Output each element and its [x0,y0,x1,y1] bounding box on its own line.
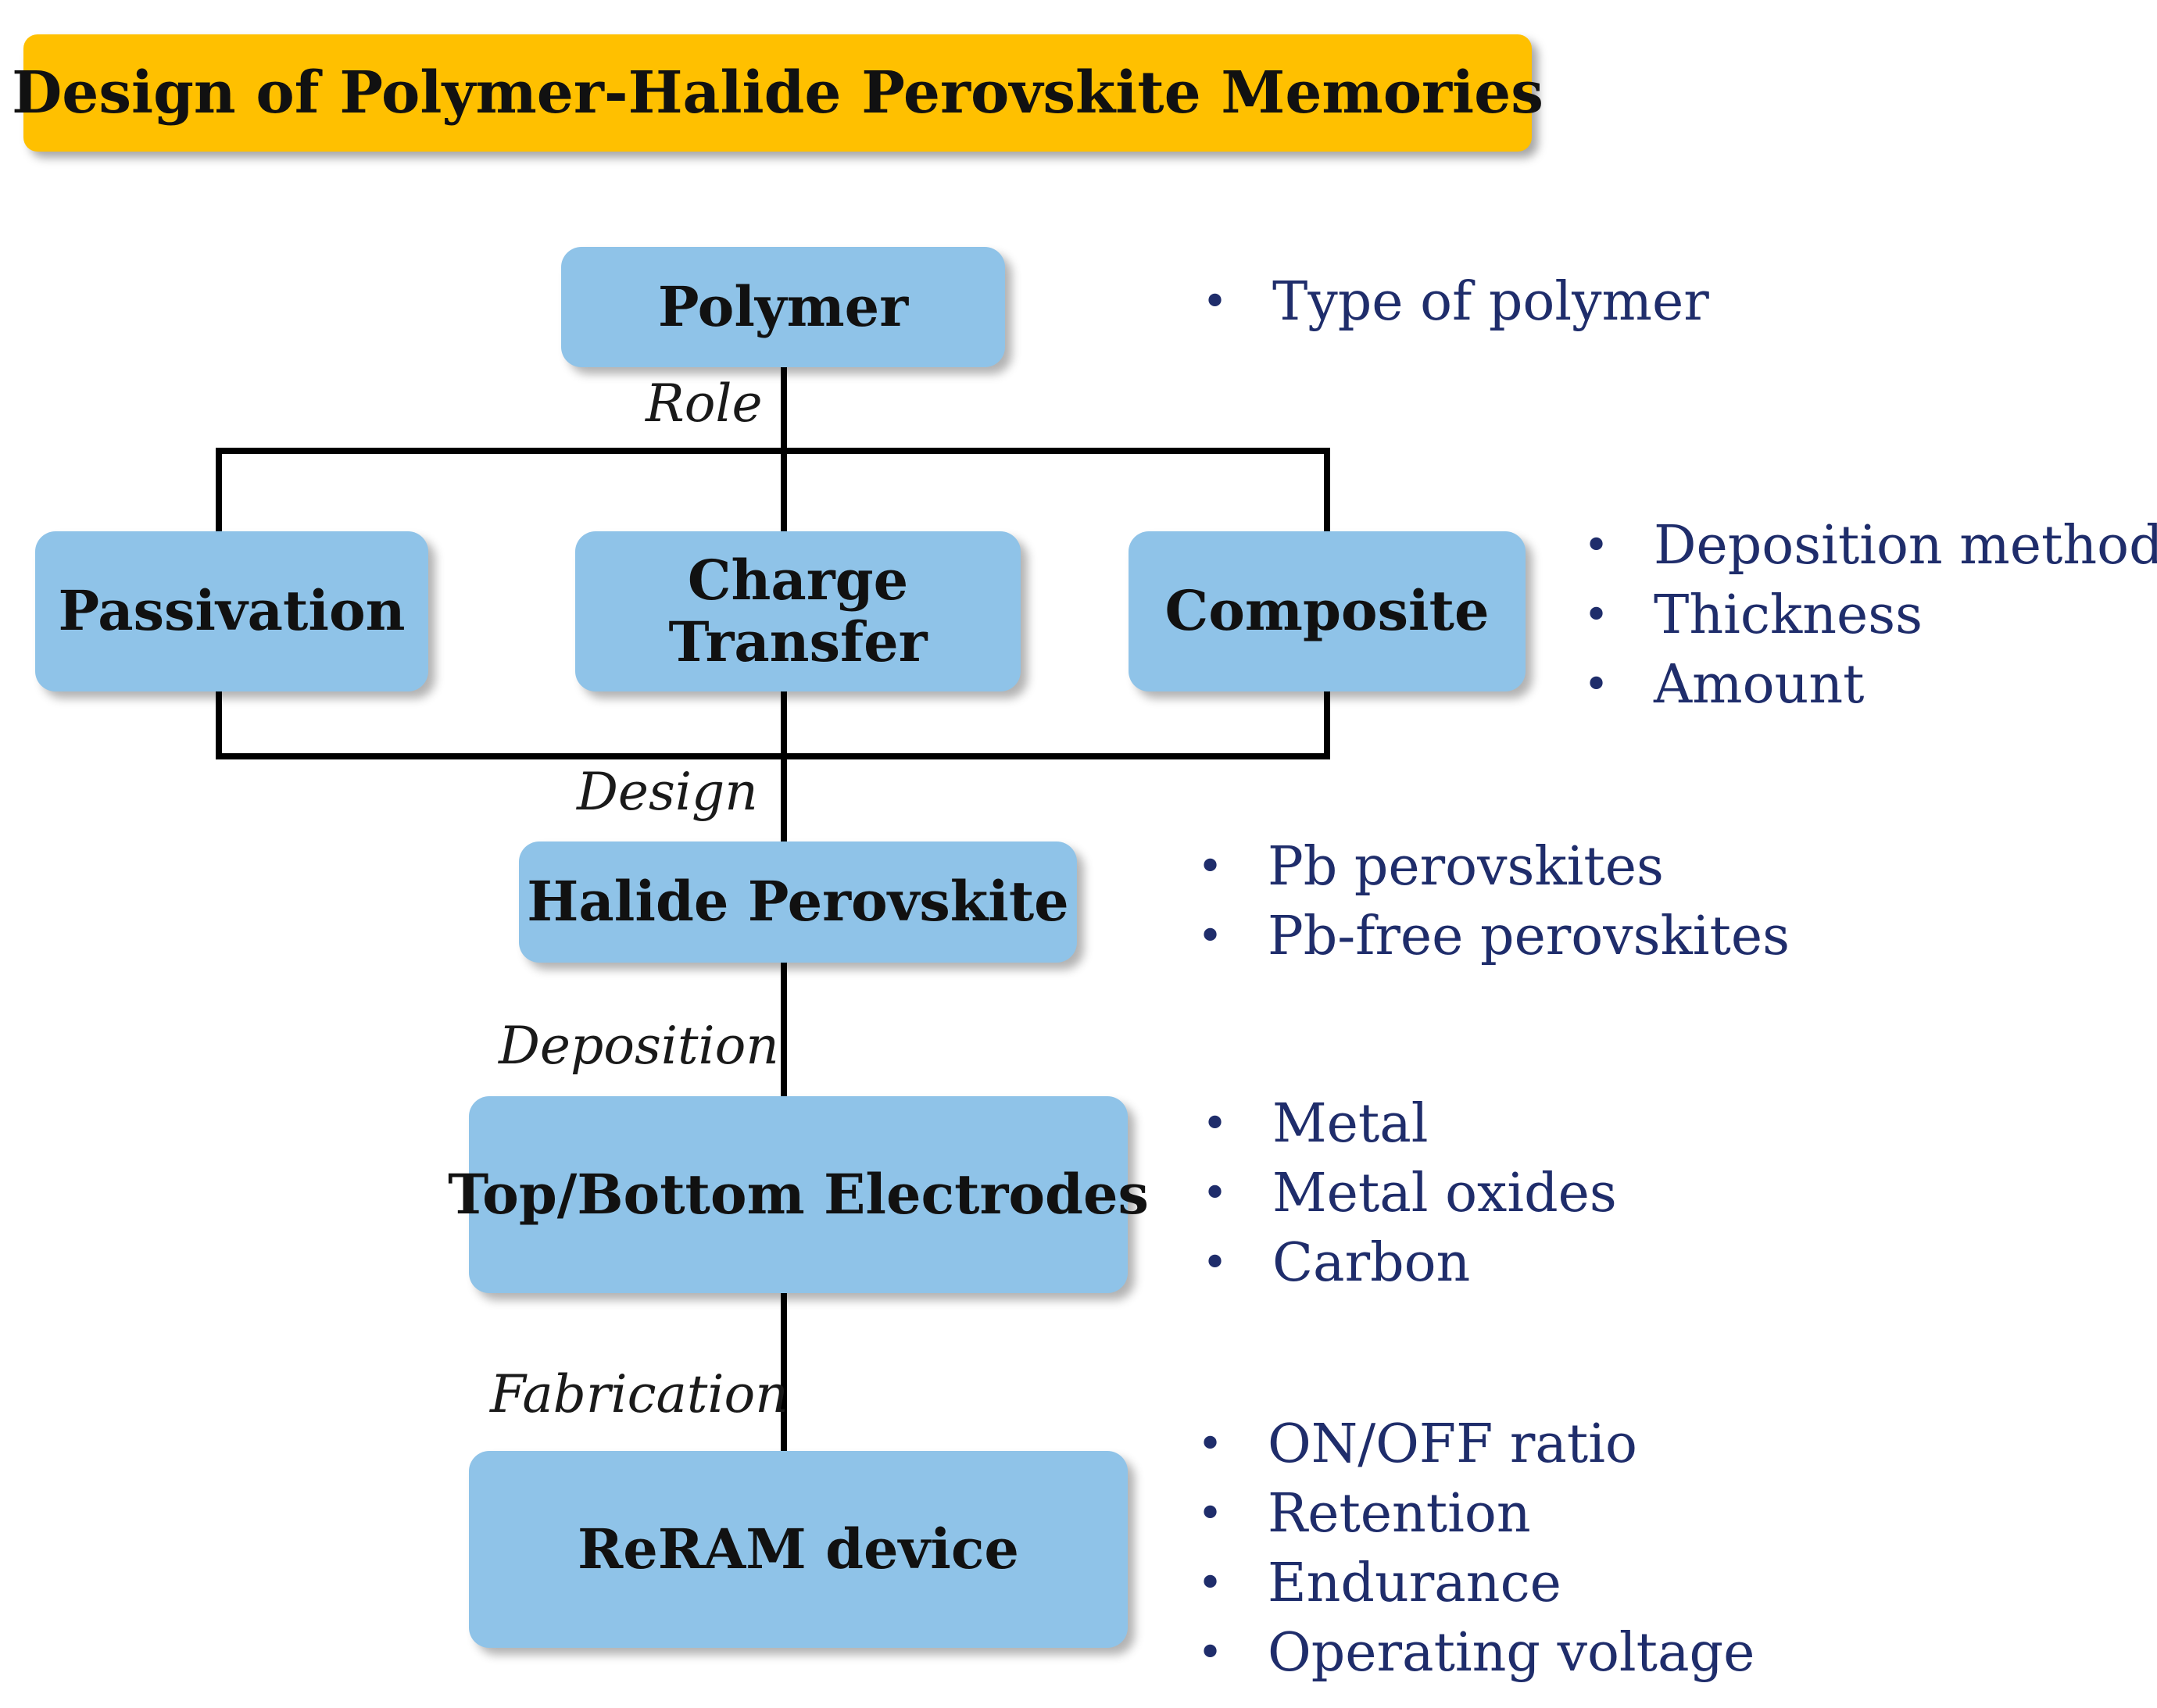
bullet-icon: • [1202,1168,1229,1219]
bullet-icon: • [1202,1238,1229,1288]
bullet-item: •Pb-free perovskites [1197,902,1790,971]
bullet-item: •Metal oxides [1202,1159,1617,1228]
bullet-list-electrodes: •Metal •Metal oxides •Carbon [1202,1089,1617,1298]
bullet-icon: • [1197,1628,1224,1678]
bullet-icon: • [1202,1099,1229,1149]
node-electrodes: Top/Bottom Electrodes [448,1096,1149,1293]
bullet-list-perovskite: •Pb perovskites •Pb-free perovskites [1197,832,1790,971]
bullet-icon: • [1202,277,1229,327]
bullet-list-role: •Deposition method •Thickness •Amount [1583,511,2157,720]
bullet-item: •Metal [1202,1089,1617,1159]
bullet-item: •Pb perovskites [1197,832,1790,902]
bullet-icon: • [1197,1558,1224,1609]
bullet-item: •Retention [1197,1479,1755,1549]
bullet-list-polymer: •Type of polymer [1202,267,1709,337]
node-composite: Composite [1129,531,1526,691]
diagram-title: Design of Polymer-Halide Perovskite Memo… [12,34,1544,152]
bullet-item: •Thickness [1583,581,2157,650]
bullet-icon: • [1197,911,1224,962]
bullet-item: •Amount [1583,650,2157,720]
node-polymer-label: Polymer [657,273,909,339]
node-composite-label: Composite [1164,578,1490,644]
bullet-item: •Endurance [1197,1549,1755,1618]
edge-label-design: Design [577,762,758,822]
node-charge-transfer-line1: Charge [687,548,909,613]
bullet-item: •Carbon [1202,1228,1617,1298]
node-halide-perovskite: Halide Perovskite [519,841,1077,963]
bullet-item: •ON/OFF ratio [1197,1410,1755,1479]
node-electrodes-label: Top/Bottom Electrodes [448,1161,1149,1227]
bullet-icon: • [1583,659,1610,710]
edge-label-deposition: Deposition [499,1016,779,1076]
node-halide-perovskite-label: Halide Perovskite [527,869,1069,934]
bullet-icon: • [1583,520,1610,571]
node-passivation-label: Passivation [58,578,406,644]
node-passivation: Passivation [35,531,428,691]
bullet-item: •Deposition method [1583,511,2157,581]
node-polymer: Polymer [561,247,1005,367]
edge-label-role: Role [646,373,763,434]
bullet-item: •Operating voltage [1197,1618,1755,1688]
node-charge-transfer: Charge Transfer [575,531,1021,691]
bullet-icon: • [1197,1419,1224,1470]
bullet-icon: • [1583,590,1610,641]
node-reram-device: ReRAM device [469,1451,1128,1648]
bullet-list-reram: •ON/OFF ratio •Retention •Endurance •Ope… [1197,1410,1755,1688]
bullet-item: •Type of polymer [1202,267,1709,337]
bullet-icon: • [1197,841,1224,892]
node-reram-device-label: ReRAM device [578,1516,1019,1581]
bullet-icon: • [1197,1488,1224,1539]
node-charge-transfer-line2: Transfer [668,609,928,674]
edge-label-fabrication: Fabrication [490,1364,789,1424]
